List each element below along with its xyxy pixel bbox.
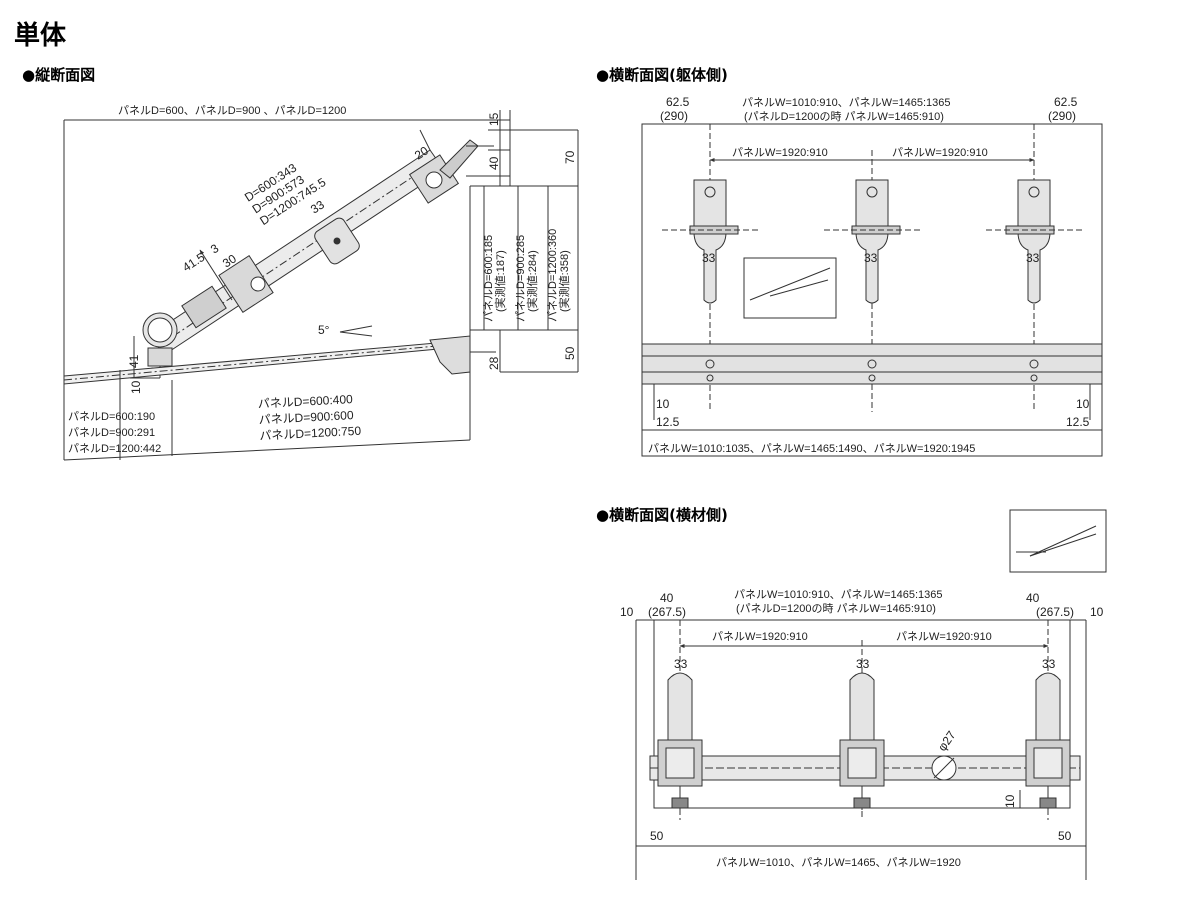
beam-edge-right: 10 <box>1090 605 1104 619</box>
wall-dim-12-5-left: 12.5 <box>656 415 680 429</box>
vert-600-measured: (実測値:187) <box>493 250 507 312</box>
longitudinal-dimension-labels: パネルD=600、パネルD=900 、パネルD=1200 D=600:343 D… <box>68 104 577 455</box>
wall-left-offset: 62.5 <box>666 95 690 109</box>
dim-41-5: 41.5 <box>180 250 207 275</box>
beam-inset-key <box>1009 509 1107 573</box>
wall-bracket-2 <box>824 179 920 304</box>
dim-15: 15 <box>487 112 501 126</box>
vert-600: パネルD=600:185 <box>482 235 495 322</box>
longitudinal-top-dim: パネルD=600、パネルD=900 、パネルD=1200 <box>118 104 346 117</box>
beam-tube-diameter: φ27 <box>935 728 959 754</box>
wall-dim-10-left: 10 <box>656 397 670 411</box>
wall-side-section <box>641 123 1103 457</box>
vert-900-measured: (実測値:284) <box>525 250 539 312</box>
wall-dim-10-right: 10 <box>1076 397 1090 411</box>
beam-dim-33-1: 33 <box>674 657 688 671</box>
vert-1200-measured: (実測値:358) <box>557 250 571 312</box>
bottom-center-1200: パネルD=1200:750 <box>259 424 362 443</box>
bottom-center-600: パネルD=600:400 <box>257 392 353 411</box>
vert-1200: パネルD=1200:360 <box>546 229 559 322</box>
wall-side-dimension-labels: 62.5 (290) 62.5 (290) パネルW=1010:910、パネルW… <box>648 95 1090 455</box>
page-title: 単体 <box>14 21 67 51</box>
dim-3: 3 <box>208 241 221 257</box>
wall-side-section-title: ●横断面図(躯体側) <box>596 66 728 84</box>
beam-top-pitch: パネルW=1010:910、パネルW=1465:1365 <box>734 588 943 601</box>
beam-right-offset-alt: (267.5) <box>1036 605 1074 619</box>
wall-top-pitch: パネルW=1010:910、パネルW=1465:1365 <box>742 96 951 109</box>
dim-33-arm: 33 <box>308 197 327 216</box>
beam-dim-50-left: 50 <box>650 829 664 843</box>
beam-dim-10: 10 <box>1003 794 1017 808</box>
wall-dim-33-3: 33 <box>1026 251 1040 265</box>
beam-post-2 <box>839 672 885 810</box>
wall-bottom-width: パネルW=1010:1035、パネルW=1465:1490、パネルW=1920:… <box>648 442 975 455</box>
wall-right-offset-alt: (290) <box>1048 109 1076 123</box>
beam-right-offset: 40 <box>1026 591 1040 605</box>
beam-post-3 <box>1025 672 1071 810</box>
beam-dim-33-2: 33 <box>856 657 870 671</box>
dim-28: 28 <box>487 356 501 370</box>
beam-side-section-title: ●横断面図(横材側) <box>596 506 728 524</box>
wall-right-offset: 62.5 <box>1054 95 1078 109</box>
beam-dim-50-right: 50 <box>1058 829 1072 843</box>
beam-post-1 <box>657 672 703 810</box>
bottom-left-1200: パネルD=1200:442 <box>68 442 161 455</box>
wall-pitch-left: パネルW=1920:910 <box>732 146 828 159</box>
wall-inset-key <box>743 257 837 319</box>
wall-pitch-right: パネルW=1920:910 <box>892 146 988 159</box>
wall-bracket-1 <box>662 179 758 304</box>
dim-41: 41 <box>127 354 141 368</box>
dim-50-right: 50 <box>563 346 577 360</box>
beam-edge-left: 10 <box>620 605 634 619</box>
beam-left-offset-alt: (267.5) <box>648 605 686 619</box>
dim-70: 70 <box>563 150 577 164</box>
longitudinal-section <box>63 110 579 461</box>
wall-top-pitch-note: (パネルD=1200の時 パネルW=1465:910) <box>744 110 944 123</box>
bottom-left-900: パネルD=900:291 <box>68 426 155 439</box>
beam-side-section <box>635 509 1107 880</box>
bottom-left-600: パネルD=600:190 <box>68 410 155 423</box>
wall-dim-33-1: 33 <box>702 251 716 265</box>
wall-dim-33-2: 33 <box>864 251 878 265</box>
slope-angle: 5° <box>318 323 330 337</box>
beam-left-offset: 40 <box>660 591 674 605</box>
wall-left-offset-alt: (290) <box>660 109 688 123</box>
dim-40: 40 <box>487 156 501 170</box>
beam-bottom-width: パネルW=1010、パネルW=1465、パネルW=1920 <box>716 856 961 869</box>
longitudinal-section-title: ●縦断面図 <box>22 66 95 84</box>
dim-10-left: 10 <box>129 380 143 394</box>
bottom-center-900: パネルD=900:600 <box>258 408 354 427</box>
wall-dim-12-5-right: 12.5 <box>1066 415 1090 429</box>
wall-bracket-3 <box>986 179 1082 304</box>
beam-dim-33-3: 33 <box>1042 657 1056 671</box>
vert-900: パネルD=900:285 <box>514 235 527 322</box>
beam-pitch-left: パネルW=1920:910 <box>712 630 808 643</box>
beam-pitch-right: パネルW=1920:910 <box>896 630 992 643</box>
beam-top-pitch-note: (パネルD=1200の時 パネルW=1465:910) <box>736 602 936 615</box>
